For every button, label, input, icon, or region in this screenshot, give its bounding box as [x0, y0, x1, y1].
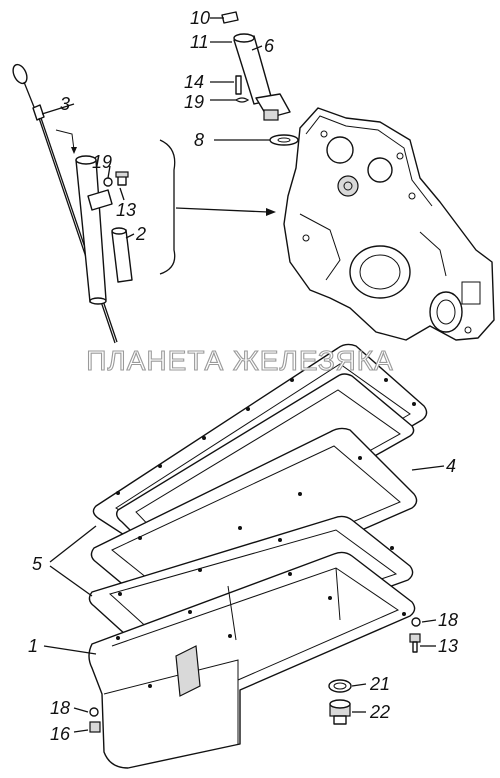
callout-5: 5 [32, 554, 43, 574]
callout-18-right: 18 [438, 610, 458, 630]
callout-10: 10 [190, 8, 210, 28]
filler-tube-part-6 [233, 33, 291, 121]
callout-13-tube: 13 [116, 200, 136, 220]
bolt-13-washer-18-right [409, 617, 421, 653]
callout-8: 8 [194, 130, 204, 150]
callout-19-top: 19 [184, 92, 204, 112]
filler-cap-10 [221, 11, 239, 24]
dipstick-tube-part-2 [75, 155, 133, 305]
pin-14-clip-19 [235, 75, 250, 103]
flywheel-housing [283, 107, 495, 341]
tube-bolt-13 [103, 171, 129, 187]
callout-22: 22 [369, 702, 390, 722]
callout-6: 6 [264, 36, 275, 56]
assembly-bracket [159, 139, 276, 275]
callout-11: 11 [190, 32, 209, 52]
callout-21: 21 [369, 674, 390, 694]
callout-2: 2 [135, 224, 146, 244]
callout-19-tube: 19 [92, 152, 112, 172]
washer-18-plug-16-left [89, 707, 101, 733]
callout-1: 1 [28, 636, 38, 656]
leader-lines [41, 17, 445, 733]
dipstick-part-3 [12, 63, 118, 344]
callout-3: 3 [60, 94, 70, 114]
drain-plug-22 [329, 699, 351, 725]
callout-14: 14 [184, 72, 204, 92]
watermark-text: ПЛАНЕТА ЖЕЛЕЗЯКА [86, 345, 393, 376]
callout-16: 16 [50, 724, 71, 744]
gasket-part-8 [269, 134, 299, 146]
callout-4: 4 [446, 456, 456, 476]
seal-ring-21 [328, 679, 352, 693]
callout-13-right: 13 [438, 636, 458, 656]
tube-insert-arrow [55, 129, 75, 151]
callout-labels: 10 11 6 14 19 3 8 19 13 2 4 5 18 13 1 21… [28, 8, 458, 744]
oil-pan-part-1 [88, 551, 416, 769]
gasket-bolt-holes [116, 378, 416, 688]
callout-18-left: 18 [50, 698, 70, 718]
